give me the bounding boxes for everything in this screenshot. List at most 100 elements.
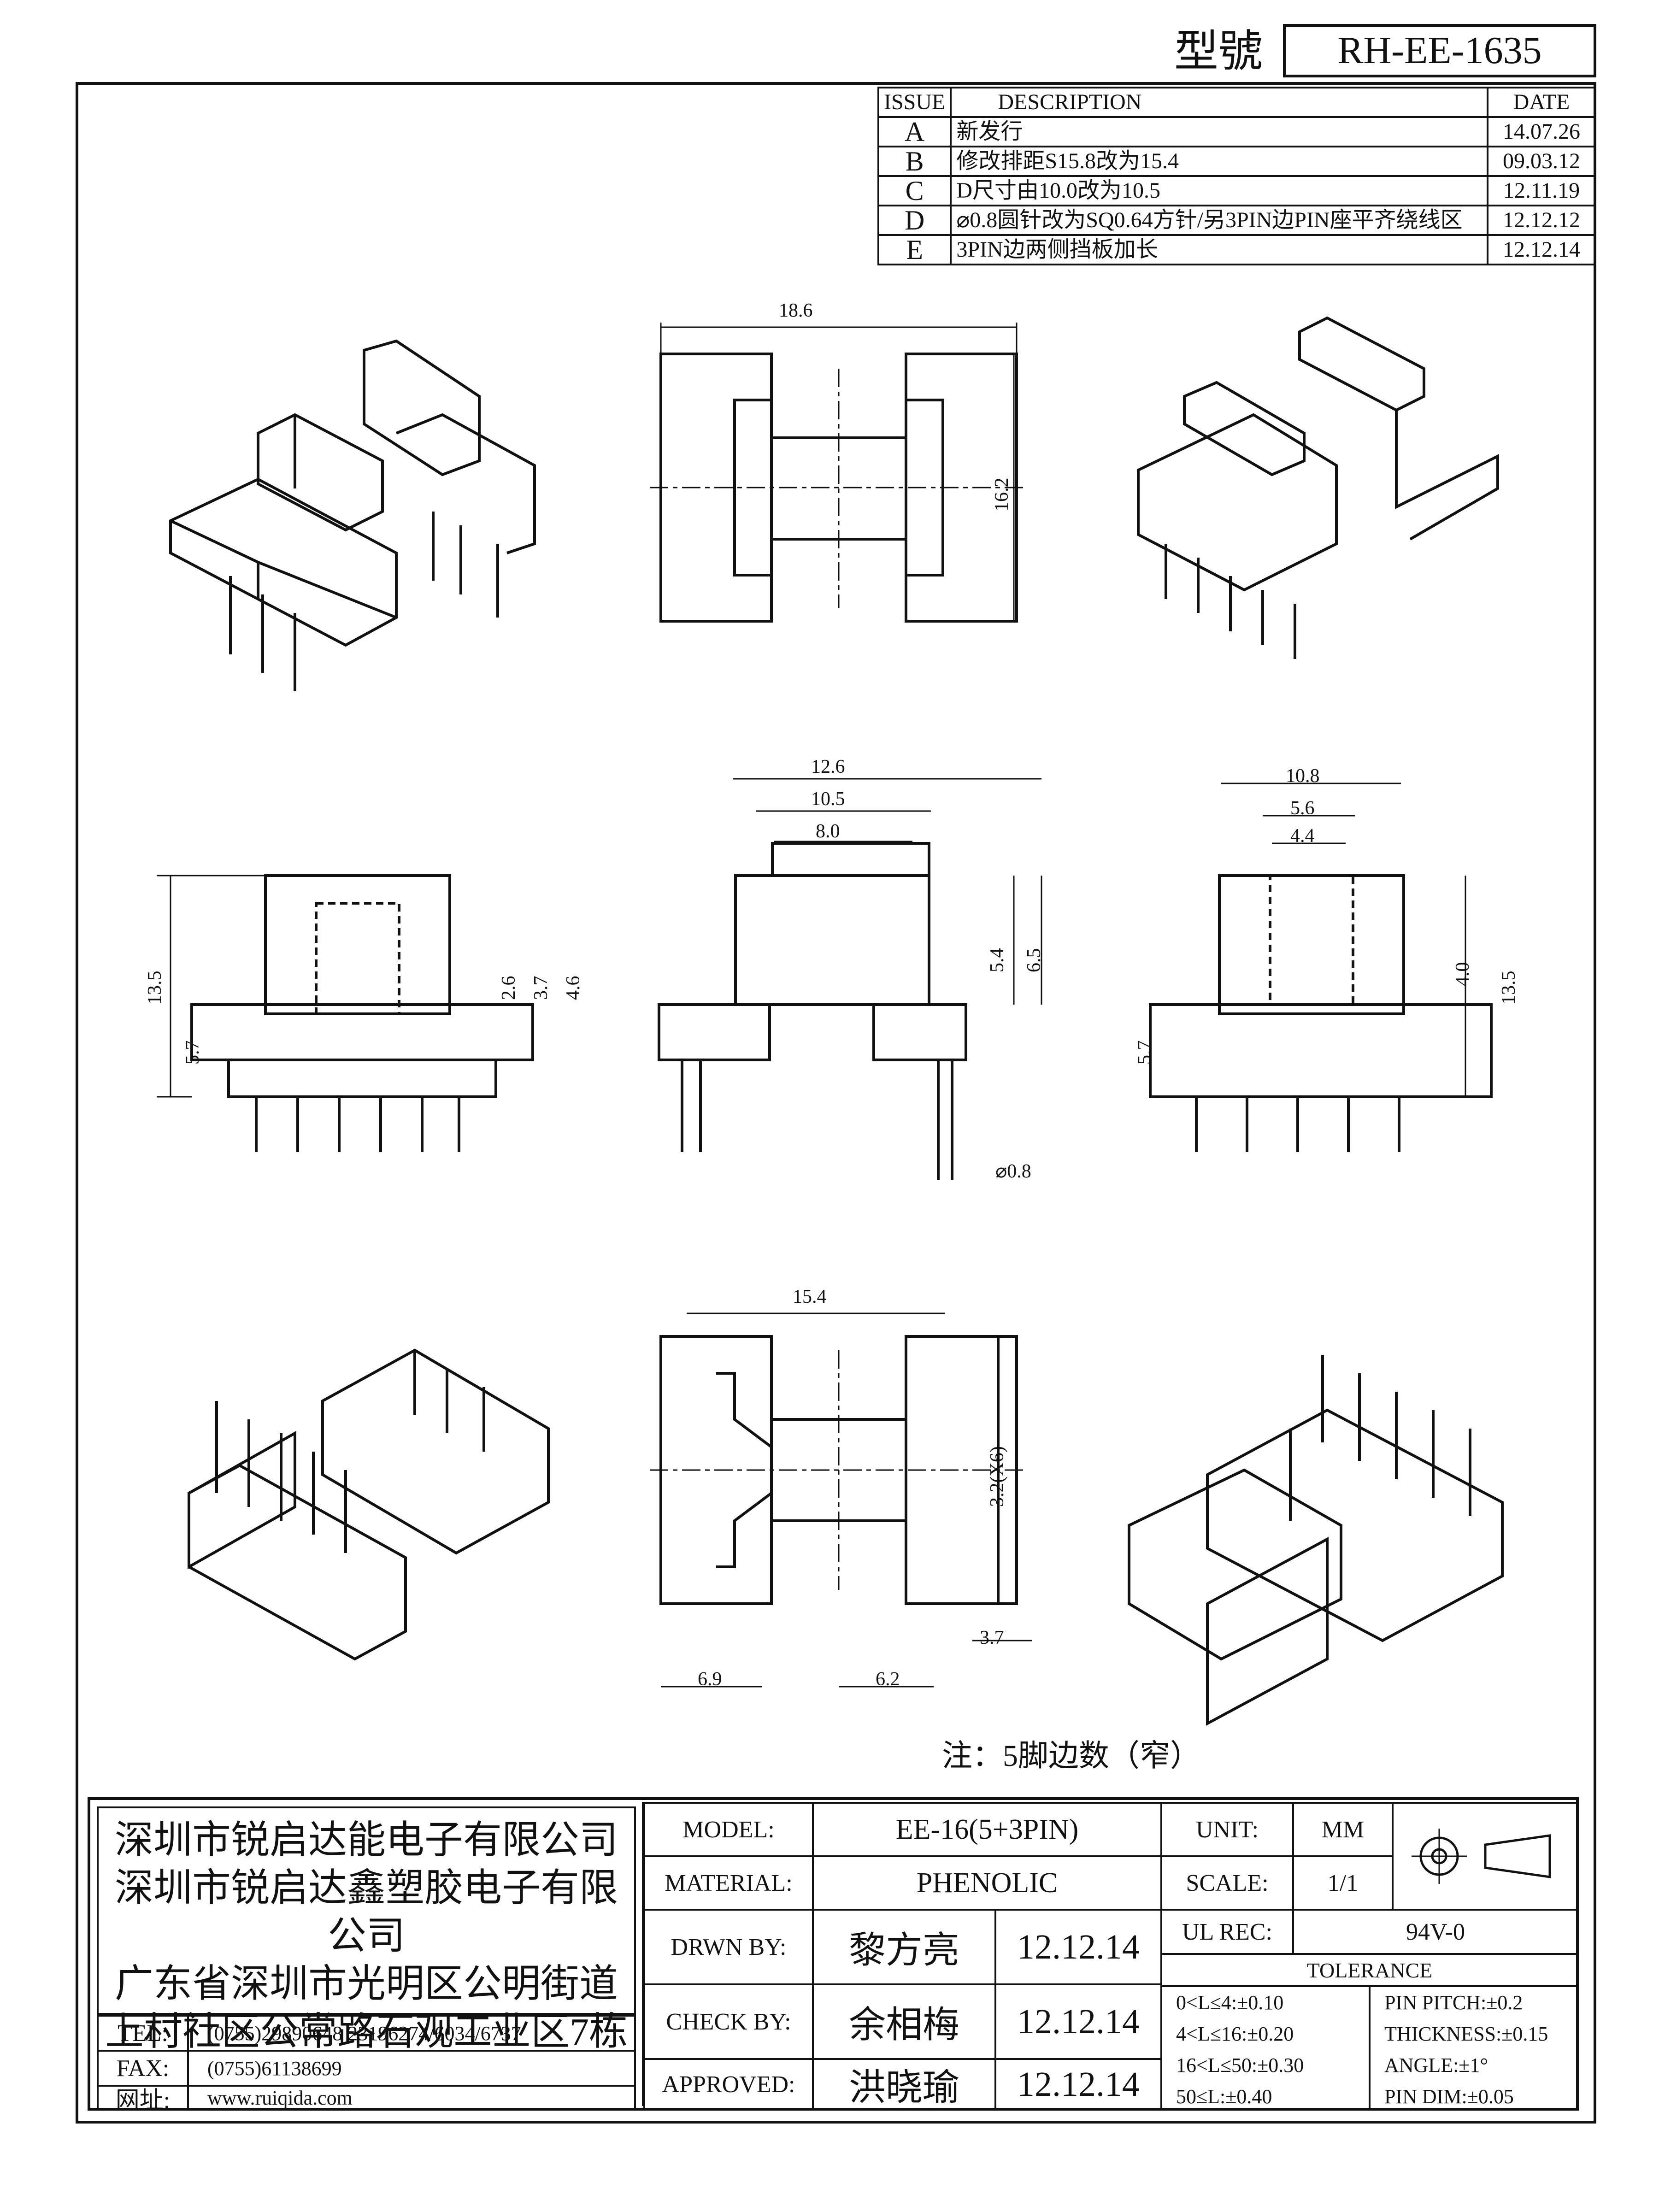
ul-label: UL REC: — [1160, 1909, 1294, 1955]
tel-label: TEL: — [97, 2015, 189, 2052]
check-by: 余相梅 — [812, 1983, 996, 2060]
dimension-n: 10.8 — [1286, 765, 1320, 787]
revision-row: B 修改排距S15.8改为15.4 09.03.12 — [877, 146, 1596, 177]
company-line: 深圳市锐启达能电子有限公司 — [114, 1819, 618, 1862]
approved-date: 12.12.14 — [994, 2058, 1162, 2111]
web-value: www.ruiqida.com — [187, 2085, 636, 2111]
tolerance-line: THICKNESS:±0.15 — [1384, 2023, 1548, 2045]
dimension-r: 13.5 — [1498, 971, 1519, 1005]
dimension-u: 3.7 — [980, 1627, 1004, 1648]
model-value: EE-16(5+3PIN) — [812, 1802, 1162, 1857]
check-date: 12.12.14 — [994, 1983, 1162, 2060]
front-view — [157, 874, 534, 1152]
revision-date: 12.11.19 — [1487, 175, 1596, 206]
projection-icon — [1412, 1829, 1551, 1884]
top-view — [650, 323, 1028, 623]
dimension-g: 6.5 — [1024, 948, 1045, 973]
tolerance-label: TOLERANCE — [1160, 1953, 1579, 1987]
tolerance-line: ANGLE:±1° — [1384, 2054, 1488, 2077]
dimension-s: 15.4 — [793, 1286, 827, 1307]
dimension-i: 13.5 — [144, 971, 165, 1005]
dimension-j: 5.7 — [182, 1040, 203, 1065]
dimension-d: 10.5 — [811, 788, 845, 810]
bottom-view — [650, 1312, 1032, 1688]
drawing-frame — [76, 82, 1596, 2124]
tolerance-line: 50≤L:±0.40 — [1176, 2085, 1272, 2108]
issue-header: ISSUE — [877, 87, 952, 118]
tolerance-line: PIN DIM:±0.05 — [1384, 2085, 1514, 2108]
dimension-w: 6.2 — [876, 1669, 900, 1690]
revision-date: 09.03.12 — [1487, 146, 1596, 177]
drawn-date: 12.12.14 — [994, 1909, 1162, 1985]
tolerance-line: 16<L≤50:±0.30 — [1176, 2054, 1304, 2077]
tolerance-line: 4<L≤16:±0.20 — [1176, 2023, 1294, 2045]
revision-row: E 3PIN边两侧挡板加长 12.12.14 — [877, 234, 1596, 265]
material-value: PHENOLIC — [812, 1855, 1162, 1911]
tolerance-other: PIN PITCH:±0.2 THICKNESS:±0.15 ANGLE:±1°… — [1369, 1985, 1579, 2111]
dimension-r-side: 5.7 — [1134, 1040, 1155, 1065]
material-label: MATERIAL: — [643, 1855, 814, 1911]
company-line: 深圳市锐启达鑫塑胶电子有限公司 — [114, 1867, 618, 1958]
projection-symbol — [1392, 1802, 1579, 1911]
dimension-a: 18.6 — [779, 300, 813, 321]
fax-value: (0755)61138699 — [187, 2050, 636, 2087]
tolerance-line: 0<L≤4:±0.10 — [1176, 1991, 1284, 2014]
isometric-view-top-right — [1137, 316, 1499, 659]
drawn-by: 黎方亮 — [812, 1909, 996, 1985]
dimension-p: 4.4 — [1290, 825, 1315, 847]
company-info: 深圳市锐启达能电子有限公司 深圳市锐启达鑫塑胶电子有限公司 广东省深圳市光明区公… — [97, 1806, 636, 2053]
revision-issue: B — [877, 146, 952, 177]
revision-issue: E — [877, 234, 952, 265]
rear-view — [1149, 782, 1493, 1152]
check-label: CHECK BY: — [643, 1983, 814, 2060]
tolerance-length: 0<L≤4:±0.10 4<L≤16:±0.20 16<L≤50:±0.30 5… — [1160, 1985, 1371, 2111]
unit-value: MM — [1292, 1802, 1394, 1857]
revision-date: 14.07.26 — [1487, 116, 1596, 147]
revision-row: A 新发行 14.07.26 — [877, 116, 1596, 147]
company-line: 广东省深圳市光明区公明街道 — [114, 1963, 618, 2006]
web-label: 网址: — [97, 2085, 189, 2111]
drawn-label: DRWN BY: — [643, 1909, 814, 1985]
dimension-k: 2.6 — [498, 976, 519, 1000]
date-header: DATE — [1487, 87, 1596, 118]
company-line: 上村社区公常路石观工业区7栋 — [105, 2011, 628, 2053]
dimension-f: 5.4 — [987, 948, 1008, 973]
revision-issue: A — [877, 116, 952, 147]
dimension-e: 8.0 — [816, 821, 840, 842]
revision-row: D ⌀0.8圆针改为SQ0.64方针/另3PIN边PIN座平齐绕线区 12.12… — [877, 205, 1596, 236]
revision-description: ⌀0.8圆针改为SQ0.64方针/另3PIN边PIN座平齐绕线区 — [950, 205, 1488, 236]
dimension-q: 4.0 — [1452, 962, 1473, 987]
dimension-pitch: 3.2(X6) — [987, 1446, 1008, 1507]
revision-issue: D — [877, 205, 952, 236]
revision-row: C D尺寸由10.0改为10.5 12.11.19 — [877, 175, 1596, 206]
revision-header-row: ISSUE DESCRIPTION DATE — [877, 87, 1596, 118]
unit-label: UNIT: — [1160, 1802, 1294, 1857]
revision-date: 12.12.12 — [1487, 205, 1596, 236]
dimension-l: 3.7 — [530, 976, 552, 1000]
revision-description: D尺寸由10.0改为10.5 — [950, 175, 1488, 206]
dimension-c: 12.6 — [811, 756, 845, 777]
revision-description: 3PIN边两侧挡板加长 — [950, 234, 1488, 265]
dimension-v: 6.9 — [698, 1669, 722, 1690]
side-view — [658, 778, 1042, 1180]
dimension-m: 4.6 — [563, 976, 584, 1000]
dimension-o: 5.6 — [1290, 798, 1315, 819]
model-label: MODEL: — [643, 1802, 814, 1857]
approved-by: 洪晓瑜 — [812, 2058, 996, 2111]
isometric-view-bottom-right — [1128, 1355, 1504, 1726]
revision-date: 12.12.14 — [1487, 234, 1596, 265]
dimension-b: 16.2 — [991, 477, 1012, 512]
fax-label: FAX: — [97, 2050, 189, 2087]
description-header: DESCRIPTION — [950, 87, 1488, 118]
revision-issue: C — [877, 175, 952, 206]
tel-value: (0755)29890648 23196274/6034/6737 — [187, 2015, 636, 2052]
revision-table: ISSUE DESCRIPTION DATE A 新发行 14.07.26 B … — [877, 87, 1596, 265]
model-number-label: 型號 — [1174, 27, 1263, 76]
scale-value: 1/1 — [1292, 1855, 1394, 1911]
tolerance-line: PIN PITCH:±0.2 — [1384, 1991, 1523, 2014]
model-number: RH-EE-1635 — [1283, 24, 1596, 77]
revision-description: 新发行 — [950, 116, 1488, 147]
approved-label: APPROVED: — [643, 2058, 814, 2111]
ul-value: 94V-0 — [1292, 1909, 1579, 1955]
